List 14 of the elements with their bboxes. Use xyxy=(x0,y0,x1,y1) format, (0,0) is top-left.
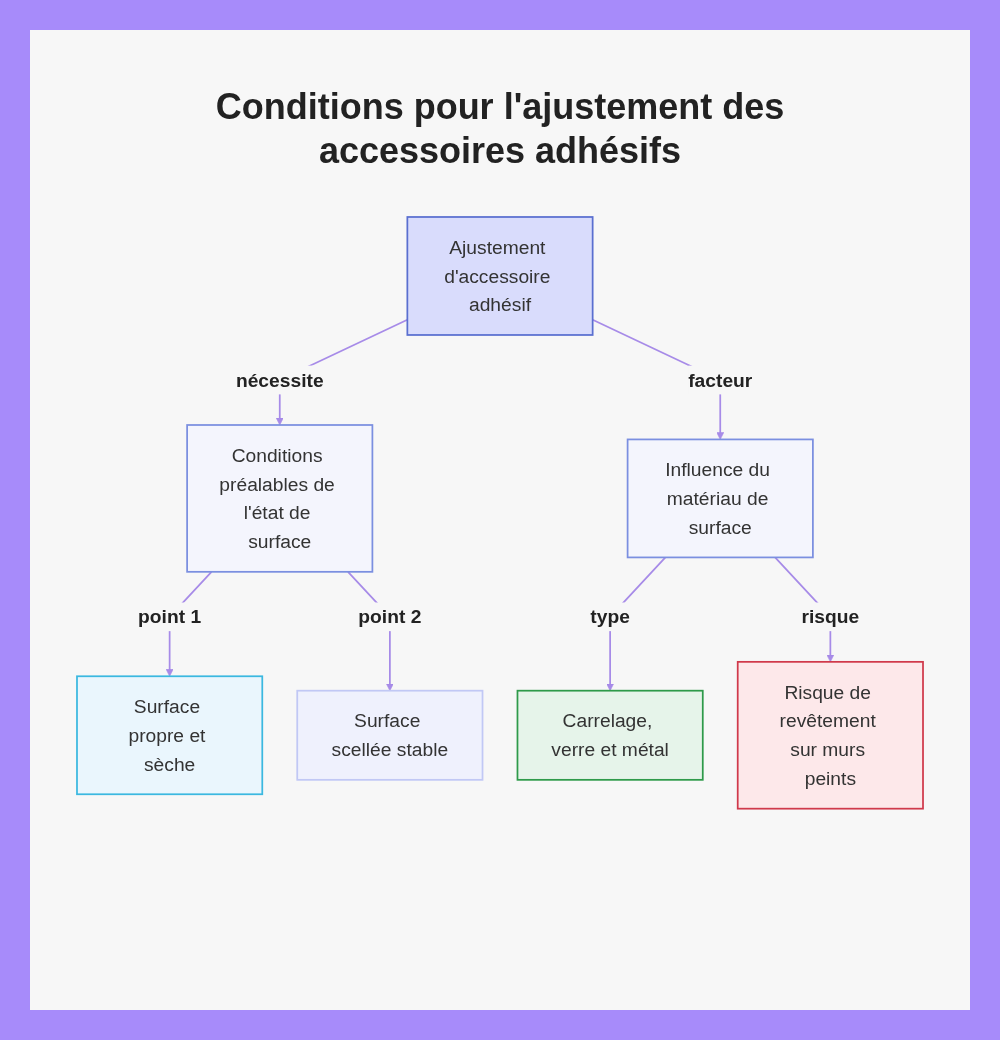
edge-label: nécessite xyxy=(235,369,324,391)
edge-label: risque xyxy=(801,605,860,628)
node-box: Surface propre et sèche xyxy=(76,675,264,796)
node-box: Carrelage, verre et métal xyxy=(516,689,704,781)
edge-label: facteur xyxy=(688,369,753,391)
node-box: Risque de revêtement sur murs peints xyxy=(736,660,924,810)
edge-label: type xyxy=(590,605,630,628)
node-box: Surface scellée stable xyxy=(296,689,484,781)
edge-label: point 1 xyxy=(138,605,202,628)
node-box: Ajustement d'accessoire adhésif xyxy=(406,216,594,336)
node-box: Conditions préalables de l'état de surface xyxy=(186,424,374,573)
diagram-title: Conditions pour l'ajustement des accessoires adhésifs xyxy=(214,85,786,173)
node-box: Influence du matériau de surface xyxy=(626,438,814,559)
edge-label: point 2 xyxy=(358,605,422,628)
